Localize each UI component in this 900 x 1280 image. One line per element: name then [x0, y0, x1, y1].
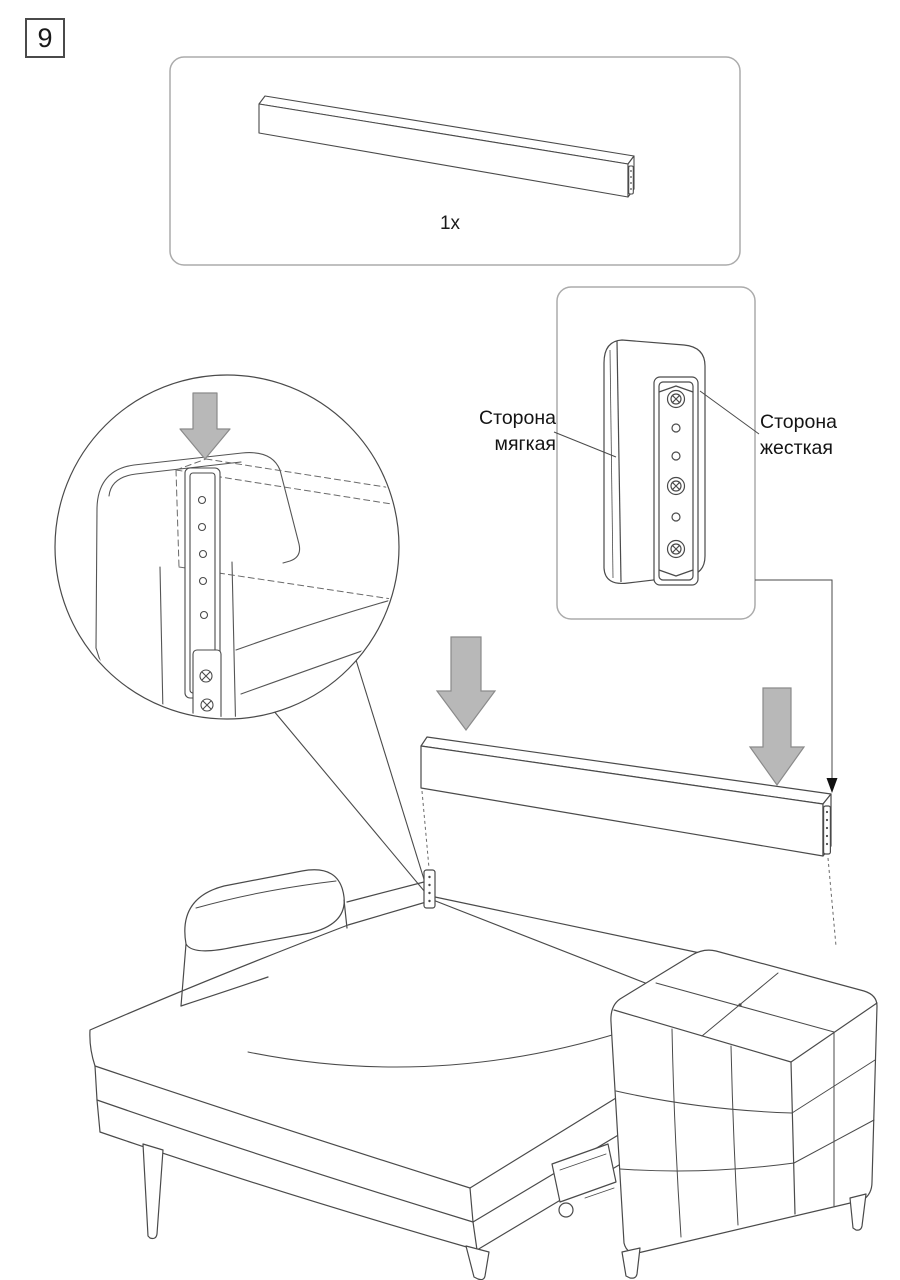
soft-side-label-line2: мягкая	[494, 433, 556, 455]
soft-side-label: Сторона мягкая	[450, 405, 556, 457]
magnified-corner-view	[95, 392, 397, 717]
plank-end-view	[603, 339, 706, 586]
step-number-box: 9	[25, 18, 65, 58]
plank-ghost-outline	[175, 458, 397, 601]
hard-side-label: Сторона жесткая	[760, 409, 872, 461]
sofa-leg	[621, 1247, 641, 1279]
hard-side-label-line1: Сторона	[760, 411, 837, 433]
screw-icon	[200, 698, 214, 712]
bracket-hole	[671, 423, 681, 433]
right-armrest	[610, 949, 878, 1279]
bracket-hole	[671, 512, 681, 522]
alignment-guides	[421, 790, 837, 947]
left-armrest-cushion	[180, 869, 425, 1007]
magnifier-circle	[54, 374, 400, 720]
screw-icon	[666, 389, 686, 409]
plank-end-bracket	[822, 805, 831, 855]
mounting-bracket	[653, 376, 699, 586]
insert-arrow-right-icon	[748, 687, 806, 787]
sofa-corner-bracket	[423, 869, 436, 909]
magnifier-callout	[54, 374, 428, 893]
corner-bracket	[192, 649, 222, 717]
sofa-leg	[142, 1143, 164, 1240]
screw-icon	[666, 476, 686, 496]
sliding-bracket	[184, 467, 221, 699]
detail-box	[553, 286, 760, 620]
tufting-seams	[615, 972, 876, 1238]
soft-side-label-line1: Сторона	[479, 407, 556, 429]
bracket-hole	[671, 451, 681, 461]
hard-side-pointer-line	[699, 390, 760, 435]
hard-side-label-line2: жесткая	[760, 437, 833, 459]
bed-mechanism	[551, 1143, 617, 1218]
pointer-arrow-icon	[826, 778, 838, 793]
tuft-button	[738, 1003, 742, 1007]
screw-icon	[199, 669, 213, 683]
quantity-label: 1x	[439, 213, 461, 234]
insert-arrow-detail-icon	[179, 392, 231, 460]
detail-connector	[755, 579, 838, 793]
sofa-leg	[465, 1245, 490, 1280]
mattress	[89, 899, 659, 1189]
sofa-leg	[849, 1193, 867, 1231]
insert-arrow-left-icon	[435, 636, 497, 732]
soft-side-pointer-line	[553, 431, 617, 458]
plank-end-bracket-thumb	[628, 165, 634, 195]
step-number: 9	[37, 22, 53, 53]
parts-box	[169, 56, 741, 266]
back-plank-part	[420, 736, 832, 857]
sofa-illustration	[89, 869, 878, 1280]
screw-icon	[666, 539, 686, 559]
plank-part-thumbnail	[258, 95, 635, 198]
